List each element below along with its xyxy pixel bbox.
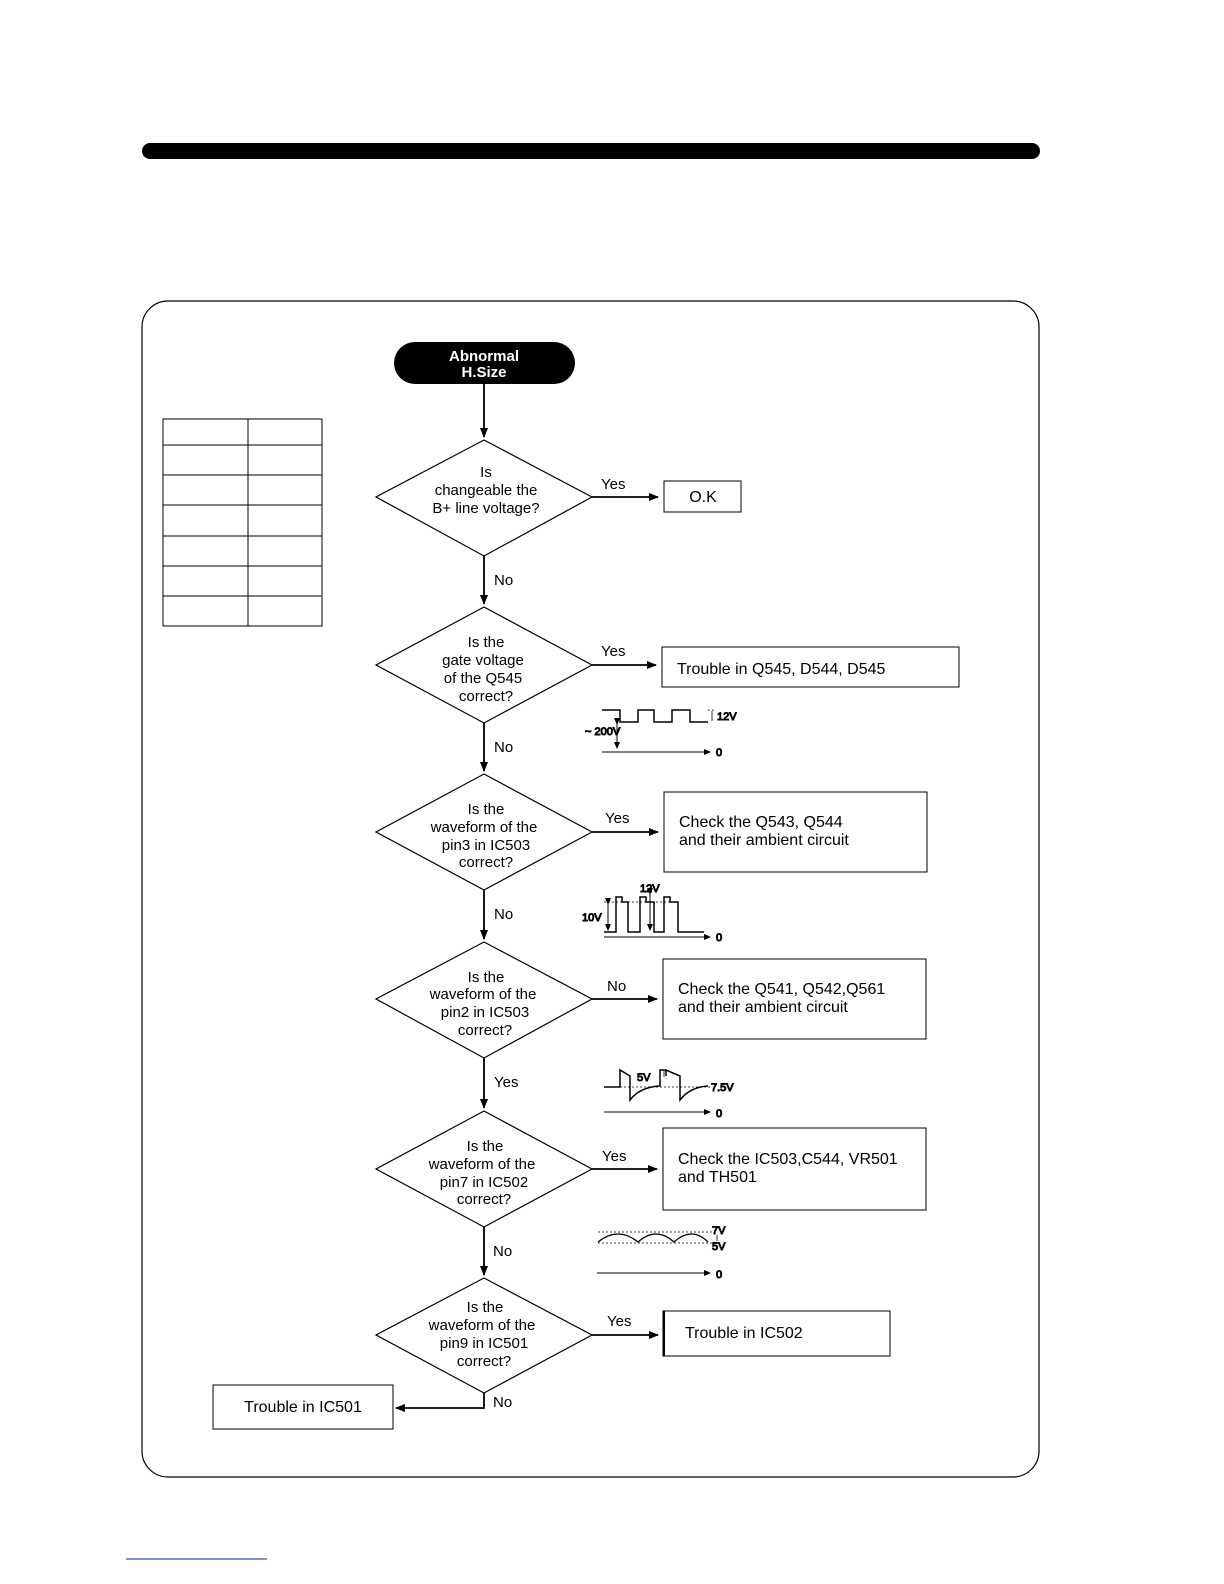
decision-text: Is the (468, 969, 505, 986)
waveform-ic503-pin3: 12V 10V 0 (582, 883, 723, 945)
branch-label: Yes (605, 810, 629, 827)
result-text: and their ambient circuit (679, 832, 849, 849)
decision-text: pin3 in IC503 (442, 837, 530, 854)
result-ok: O.K (663, 480, 742, 513)
decision-ic503-pin3-waveform: Is the waveform of the pin3 in IC503 cor… (374, 773, 629, 923)
waveform-label: ~ 200V (585, 726, 621, 738)
decision-text: B+ line voltage? (432, 500, 539, 517)
result-trouble-ic501: Trouble in IC501 (212, 1384, 394, 1430)
decision-text: of the Q545 (444, 670, 522, 687)
decision-b-plus-voltage: Is changeable the B+ line voltage? Yes N… (374, 439, 625, 589)
branch-label: No (493, 1243, 512, 1260)
decision-text: Is the (467, 1138, 504, 1155)
branch-label: No (494, 906, 513, 923)
result-text: Trouble in IC502 (685, 1325, 803, 1342)
branch-label: No (494, 739, 513, 756)
branch-label: Yes (601, 643, 625, 660)
decision-text: correct? (457, 1353, 511, 1370)
horizontal-connectors (592, 493, 659, 1339)
waveform-label: 12V (717, 711, 737, 723)
header-bar (142, 143, 1040, 159)
waveform-label: 0 (716, 747, 722, 759)
decision-ic502-pin7-waveform: Is the waveform of the pin7 in IC502 cor… (374, 1110, 626, 1260)
decision-text: correct? (457, 1191, 511, 1208)
legend-table (162, 418, 323, 627)
waveform-label: 5V (712, 1241, 726, 1253)
result-check-q541-q542-q561: Check the Q541, Q542,Q561 and their ambi… (662, 958, 927, 1040)
branch-label: No (607, 978, 626, 995)
decision-text: correct? (459, 688, 513, 705)
waveform-label: 0 (716, 932, 722, 944)
waveform-label: 7V (712, 1225, 726, 1237)
waveform-label: 7.5V (711, 1082, 734, 1094)
result-check-ic503-c544: Check the IC503,C544, VR501 and TH501 (662, 1127, 927, 1211)
waveform-label: 10V (582, 912, 602, 924)
result-trouble-ic502: Trouble in IC502 (662, 1310, 891, 1357)
result-check-q543-q544: Check the Q543, Q544 and their ambient c… (663, 791, 928, 873)
decision-ic503-pin2-waveform: Is the waveform of the pin2 in IC503 cor… (374, 941, 626, 1091)
branch-label: Yes (601, 476, 625, 493)
waveform-label: 5V (637, 1072, 651, 1084)
diagram-frame (141, 300, 1040, 1478)
result-trouble-q545: Trouble in Q545, D544, D545 (661, 646, 960, 688)
decision-text: changeable the (435, 482, 538, 499)
start-node-line2: H.Size (461, 364, 506, 381)
branch-label: Yes (494, 1074, 518, 1091)
result-text: O.K (689, 489, 717, 506)
waveform-label: 0 (716, 1269, 722, 1281)
decision-text: pin2 in IC503 (441, 1004, 529, 1021)
decision-ic501-pin9-waveform: Is the waveform of the pin9 in IC501 cor… (374, 1277, 631, 1411)
decision-text: waveform of the (428, 1156, 536, 1173)
decision-text: gate voltage (442, 652, 524, 669)
decision-text: Is the (468, 801, 505, 818)
vertical-connectors (395, 384, 488, 1412)
branch-label: Yes (602, 1148, 626, 1165)
decision-text: Is the (468, 634, 505, 651)
branch-label: No (493, 1394, 512, 1411)
waveform-label: 12V (640, 883, 660, 895)
decision-text: correct? (458, 1022, 512, 1039)
result-text: Check the Q543, Q544 (679, 814, 843, 831)
decision-text: pin7 in IC502 (440, 1174, 528, 1191)
result-text: Trouble in IC501 (244, 1399, 362, 1416)
decision-q545-gate-voltage: Is the gate voltage of the Q545 correct?… (374, 606, 625, 756)
result-text: and their ambient circuit (678, 999, 848, 1016)
result-text: Check the Q541, Q542,Q561 (678, 981, 885, 998)
waveform-label: 0 (716, 1108, 722, 1120)
decision-text: Is the (467, 1299, 504, 1316)
decision-text: correct? (459, 854, 513, 871)
start-node: Abnormal H.Size (394, 342, 575, 384)
decision-text: waveform of the (429, 986, 537, 1003)
decision-text: Is (480, 464, 492, 481)
branch-label: Yes (607, 1313, 631, 1330)
decision-text: waveform of the (430, 819, 538, 836)
branch-label: No (494, 572, 513, 589)
waveform-q545-gate: 12V ~ 200V 0 (585, 709, 738, 760)
waveform-ic503-pin2: 5V 7.5V 0 (604, 1068, 735, 1121)
waveform-ic502-pin7: 7V 5V 0 (597, 1225, 727, 1282)
decision-text: waveform of the (428, 1317, 536, 1334)
decision-text: pin9 in IC501 (440, 1335, 528, 1352)
result-text: and TH501 (678, 1169, 757, 1186)
result-text: Check the IC503,C544, VR501 (678, 1151, 898, 1168)
result-text: Trouble in Q545, D544, D545 (677, 661, 886, 678)
start-node-line1: Abnormal (449, 348, 519, 365)
